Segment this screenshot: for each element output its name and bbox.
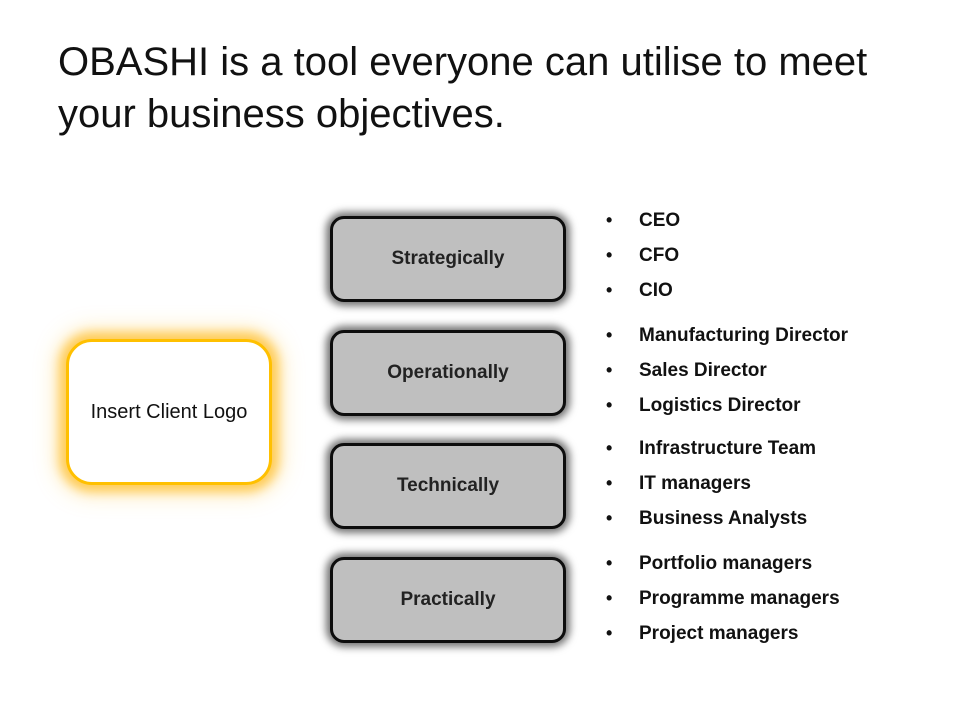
client-logo-label: Insert Client Logo — [90, 400, 248, 423]
role-item: Project managers — [606, 616, 840, 651]
role-item: Manufacturing Director — [606, 318, 848, 353]
level-box-strategically: Strategically — [330, 216, 566, 302]
level-box-operationally: Operationally — [330, 330, 566, 416]
role-item: Infrastructure Team — [606, 431, 816, 466]
client-logo-placeholder: Insert Client Logo — [66, 339, 272, 485]
role-item: CEO — [606, 203, 680, 238]
role-item: CFO — [606, 238, 680, 273]
roles-list-operational: Manufacturing Director Sales Director Lo… — [606, 318, 848, 423]
roles-list-strategic: CEO CFO CIO — [606, 203, 680, 308]
role-item: Programme managers — [606, 581, 840, 616]
role-item: Sales Director — [606, 353, 848, 388]
level-box-technically: Technically — [330, 443, 566, 529]
role-item: CIO — [606, 273, 680, 308]
role-item: Logistics Director — [606, 388, 848, 423]
roles-list-practical: Portfolio managers Programme managers Pr… — [606, 546, 840, 651]
role-item: Business Analysts — [606, 501, 816, 536]
role-item: Portfolio managers — [606, 546, 840, 581]
slide-title: OBASHI is a tool everyone can utilise to… — [58, 40, 868, 136]
roles-list-technical: Infrastructure Team IT managers Business… — [606, 431, 816, 536]
level-box-practically: Practically — [330, 557, 566, 643]
role-item: IT managers — [606, 466, 816, 501]
